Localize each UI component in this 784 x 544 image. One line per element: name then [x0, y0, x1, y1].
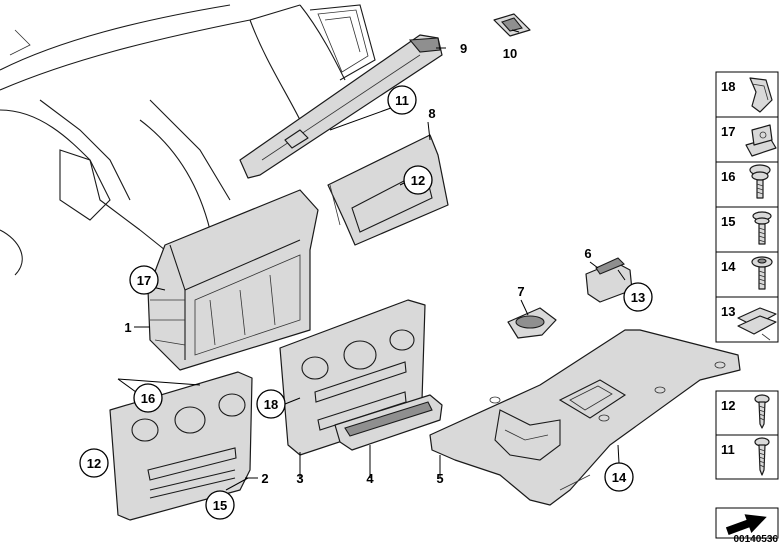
tray-part — [334, 394, 443, 451]
callout-4: 4 — [366, 471, 374, 486]
callout-5: 5 — [436, 471, 443, 486]
legend-item-17: 17 — [721, 124, 735, 139]
legend-item-12: 12 — [721, 398, 735, 413]
legend-item-11: 11 — [721, 442, 735, 457]
callout-13-circled: 13 — [631, 290, 645, 305]
leader-lines — [117, 29, 626, 491]
diagram-code: 00140536 — [734, 534, 779, 544]
callout-18-circled: 18 — [264, 397, 278, 412]
callout-8: 8 — [428, 106, 435, 121]
small-cup-part — [507, 307, 557, 339]
trim-strip-part — [239, 34, 443, 179]
circled-callouts: 11 12 17 16 12 15 18 13 14 — [79, 85, 653, 520]
callout-labels: 9 10 8 1 2 3 4 5 6 7 — [124, 41, 591, 486]
legend-item-18: 18 — [721, 79, 735, 94]
legend-item-15: 15 — [721, 214, 735, 229]
arrow-icon — [725, 514, 767, 535]
spring-clip-icon — [737, 307, 777, 341]
fastener-legend: 18 17 16 15 14 13 — [715, 71, 779, 539]
callout-16-circled: 16 — [141, 391, 155, 406]
nut-clip-icon — [745, 124, 777, 157]
callout-10: 10 — [503, 46, 517, 61]
callout-15-circled: 15 — [213, 498, 227, 513]
legend-item-13: 13 — [721, 304, 735, 319]
long-screw-icon — [754, 437, 770, 476]
callout-17-circled: 17 — [137, 273, 151, 288]
washer-screw-icon — [749, 164, 771, 199]
callout-12-circled-top: 12 — [411, 173, 425, 188]
display-trim-part — [327, 134, 449, 246]
dashboard-outline — [0, 4, 376, 276]
clip-fastener-icon — [749, 77, 773, 113]
console-base-part — [429, 329, 741, 506]
callout-12-circled-left: 12 — [87, 456, 101, 471]
bracket-frame-part — [147, 189, 319, 371]
callout-3: 3 — [296, 471, 303, 486]
flange-screw-icon — [752, 211, 772, 245]
callout-14-circled: 14 — [612, 470, 627, 485]
legend-item-16: 16 — [721, 169, 735, 184]
clip-part — [493, 13, 531, 37]
hex-screw-icon — [751, 256, 773, 290]
callout-6: 6 — [584, 246, 591, 261]
callout-11-circled: 11 — [395, 93, 409, 108]
callout-9: 9 — [460, 41, 467, 56]
callout-2: 2 — [261, 471, 268, 486]
self-tapping-screw-icon — [754, 394, 770, 429]
callout-7: 7 — [517, 284, 524, 299]
callout-1: 1 — [124, 320, 131, 335]
legend-item-14: 14 — [721, 259, 736, 274]
